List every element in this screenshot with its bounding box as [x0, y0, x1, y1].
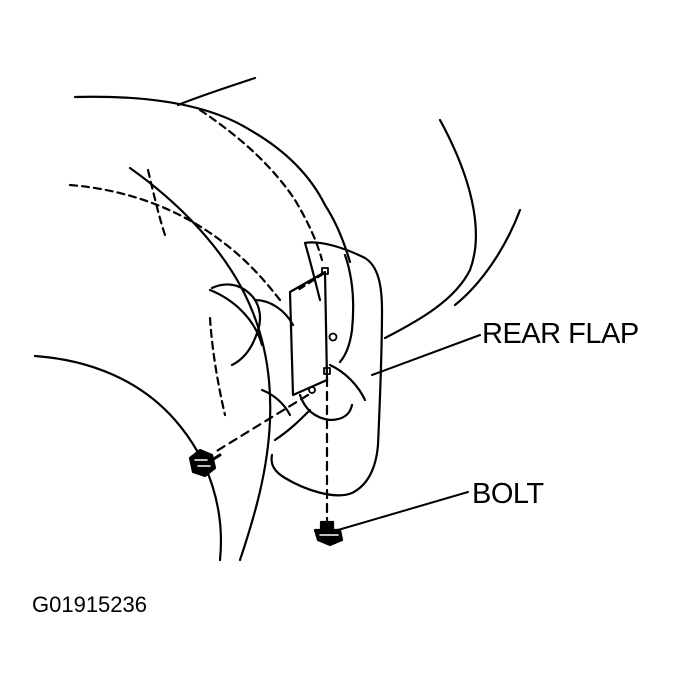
bolt-icon: [313, 520, 344, 547]
inner-bracket-3: [260, 388, 292, 417]
mounting-plate: [288, 270, 329, 397]
body-lower-curve: [453, 208, 522, 307]
body-side-curve: [383, 118, 477, 340]
roof-line: [176, 76, 257, 107]
rear-flap-leader-line: [371, 334, 481, 376]
tire-outer: [33, 354, 222, 562]
rear-flap-body: [270, 241, 384, 497]
inner-bracket: [210, 283, 262, 367]
upper-bolt-install-line: [296, 272, 325, 292]
fender-outer-curve: [73, 95, 352, 264]
mounting-hole-top: [321, 267, 329, 275]
bolt-leader-line: [337, 491, 469, 531]
side-bolt-install-line: [213, 393, 310, 454]
bolt-label: BOLT: [472, 478, 544, 510]
rear-flap-cutout: [298, 393, 354, 422]
side-bolt-icon: [188, 448, 222, 478]
rear-flap-edge: [303, 241, 322, 302]
rear-flap-side: [273, 408, 312, 442]
wheel-arch: [128, 166, 272, 562]
rear-flap-inner-fold: [338, 253, 355, 364]
mounting-hole-lower: [323, 367, 331, 375]
tire-inner: [208, 288, 264, 347]
mounting-hole-side: [308, 386, 316, 394]
inner-panel-dashed-2: [198, 108, 324, 262]
rear-flap-lower-curve: [328, 363, 367, 402]
mounting-hole-middle: [328, 332, 338, 342]
inner-panel-dashed-4: [208, 316, 227, 417]
figure-code: G01915236: [32, 592, 147, 617]
rear-flap-label: REAR FLAP: [482, 318, 639, 350]
inner-panel-dashed-3: [146, 168, 167, 237]
inner-panel-dashed-1: [68, 183, 282, 302]
